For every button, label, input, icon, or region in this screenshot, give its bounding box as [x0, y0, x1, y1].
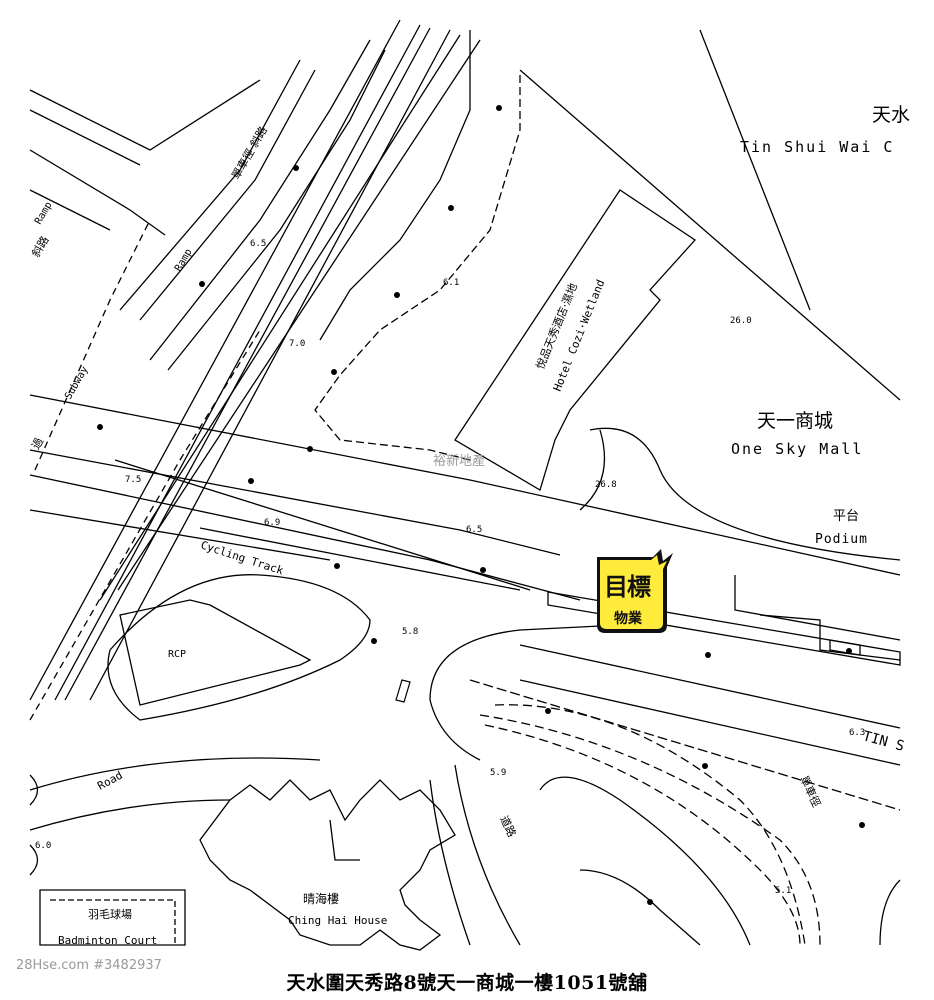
spot-height: 6.9 [264, 518, 280, 528]
road-cn-label: 道路 [497, 813, 519, 839]
watermark: 28Hse.com #3482937 [16, 958, 162, 973]
tsw-centre-cn-label: 天水 [872, 104, 910, 126]
ramp-cn-label-1: 斜路 [29, 234, 51, 260]
ramp-label-1: Ramp [33, 200, 55, 226]
bike-path-cn-label: 單車徑 [797, 773, 824, 809]
map-caption: 天水圍天秀路8號天一商城一樓1051號舖 [286, 972, 648, 994]
podium-en-label: Podium [815, 532, 868, 547]
target-property-marker [597, 549, 673, 633]
spot-height: 6.1 [443, 278, 459, 288]
tin-road-label: TIN S [861, 728, 906, 754]
marker-bottom-label: 物業 [614, 611, 642, 627]
marker-top-label: 目標 [604, 573, 651, 601]
badminton-en-label: Badminton Court [58, 934, 157, 947]
badminton-cn-label: 羽毛球場 [88, 907, 132, 921]
ramp-cn-label-2: 單車徑 斜路 [228, 124, 269, 182]
spot-height: 6.3 [849, 728, 865, 738]
partial-cn-label: 過 [29, 435, 46, 451]
subway-label: Subway [63, 365, 91, 402]
tsw-centre-en-label: Tin Shui Wai C [740, 138, 894, 156]
ching-hai-en-label: Ching Hai House [288, 914, 387, 927]
spot-height: 5.9 [490, 768, 506, 778]
ching-hai-cn-label: 晴海樓 [303, 891, 339, 906]
spot-height: 6.5 [466, 525, 482, 535]
centre-watermark-label: 裕新地產 [433, 453, 485, 469]
spot-height: 6.0 [35, 841, 51, 851]
cycling-track-label: Cycling Track [199, 538, 285, 577]
mall-en-label: One Sky Mall [731, 440, 863, 458]
rcp-label: RCP [168, 649, 186, 660]
spot-height: 6.5 [250, 239, 266, 249]
podium-cn-label: 平台 [833, 509, 859, 524]
spot-height: 7.0 [289, 339, 305, 349]
spot-height: 5.1 [775, 886, 791, 896]
spot-height: 7.5 [125, 475, 141, 485]
spot-height: 5.8 [402, 627, 418, 637]
mall-cn-label: 天一商城 [757, 410, 833, 432]
ramp-label-2: Ramp [173, 247, 195, 273]
spot-height: 26.0 [730, 316, 752, 326]
spot-height: 26.8 [595, 480, 617, 490]
